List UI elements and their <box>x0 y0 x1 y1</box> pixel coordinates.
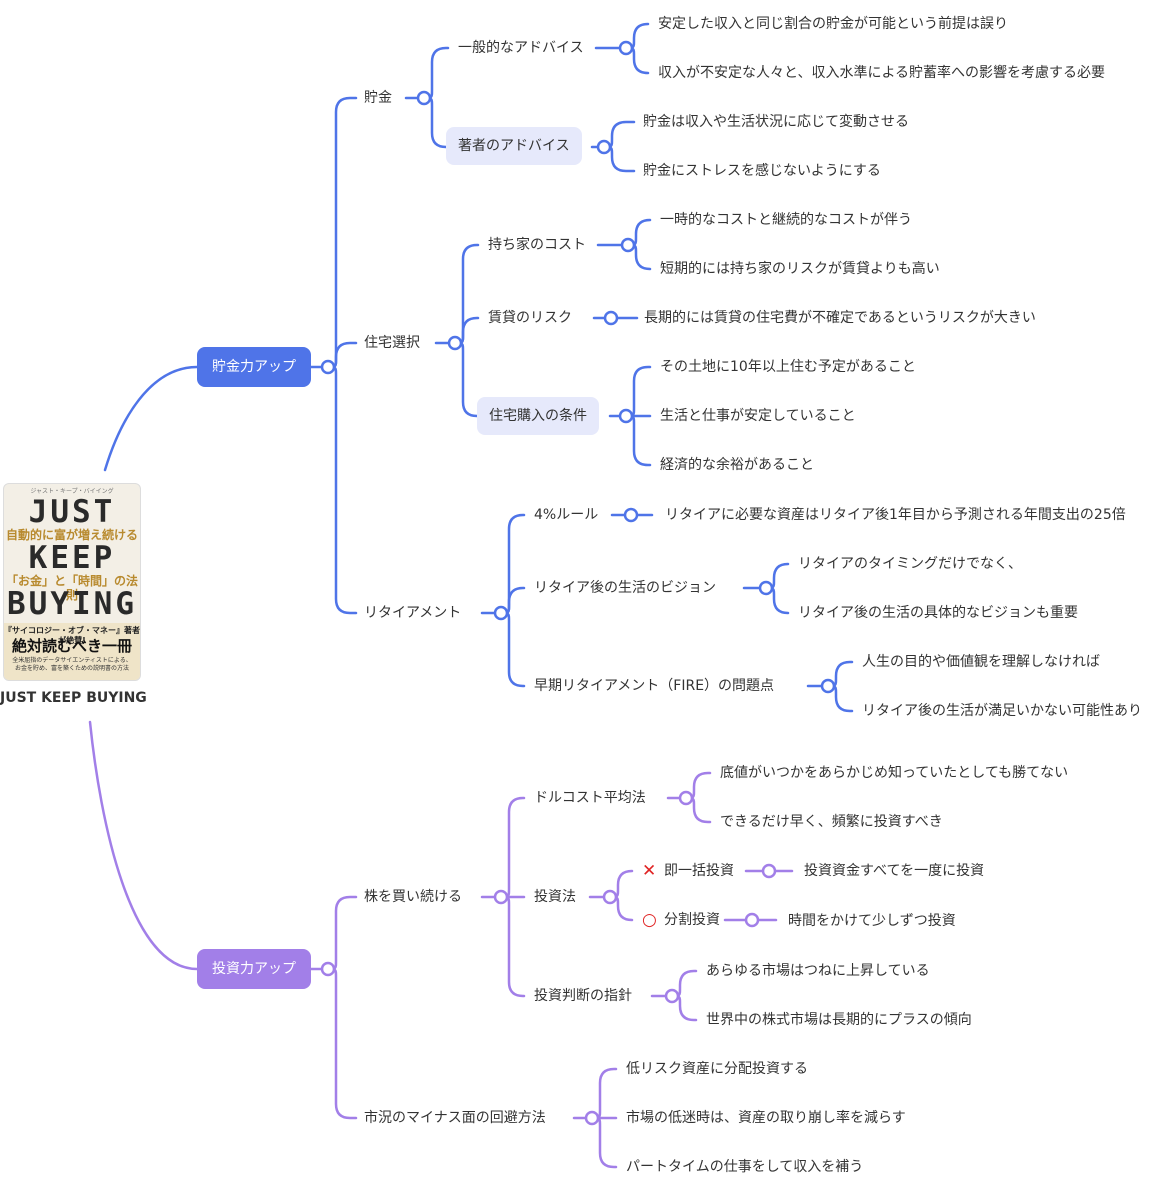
connector-line <box>590 1067 618 1120</box>
joint-dot <box>664 988 680 1004</box>
connector-line <box>624 414 652 467</box>
node-chokin[interactable]: 貯金 <box>364 90 392 106</box>
leaf: 貯金は収入や生活状況に応じて変動させる <box>643 114 909 130</box>
joint-dot <box>447 335 463 351</box>
connector-line <box>422 46 450 100</box>
cover-band: 『サイコロジー・オブ・マネー』著者が絶賛! 絶対読むべき一冊 全米屈指のデータサ… <box>4 623 140 680</box>
cover-kana: ジャスト・キープ・バイイング <box>30 488 114 495</box>
connector-line <box>590 1116 618 1169</box>
leaf: リタイアのタイミングだけでなく、 <box>798 556 1022 572</box>
connector-line <box>422 96 450 149</box>
leaf: 経済的な余裕があること <box>660 457 814 473</box>
cross-mark-icon: ✕ <box>642 861 657 881</box>
node-author-advice[interactable]: 著者のアドバイス <box>446 127 582 165</box>
node-general-advice[interactable]: 一般的なアドバイス <box>458 40 584 56</box>
connector-line <box>499 513 526 615</box>
leaf: 市場の低迷時は、資産の取り崩し率を減らす <box>626 1110 906 1126</box>
node-housing[interactable]: 住宅選択 <box>364 335 420 351</box>
leaf: 低リスク資産に分配投資する <box>626 1061 808 1077</box>
connector-line <box>499 611 526 688</box>
leaf: 長期的には賃貸の住宅費が不確定であるというリスクが大きい <box>644 310 1036 326</box>
node-own-cost[interactable]: 持ち家のコスト <box>488 237 586 253</box>
book-cover-image: ジャスト・キープ・バイイング JUST 自動的に富が増え続ける KEEP 「お金… <box>4 484 140 680</box>
node-method[interactable]: 投資法 <box>534 889 576 905</box>
branch-investing[interactable]: 投資力アップ <box>197 949 311 989</box>
node-retirement[interactable]: リタイアメント <box>364 605 462 621</box>
connector-line <box>453 341 480 418</box>
leaf: 安定した収入と同じ割合の貯金が可能という前提は誤り <box>658 16 1008 32</box>
joint-dot <box>618 408 634 424</box>
cover-word-keep: KEEP <box>28 540 116 576</box>
cover-band-sub2: お金を貯め、富を築くための説明書の方法 <box>14 665 129 672</box>
leaf: リタイアに必要な資産はリタイア後1年目から予測される年間支出の25倍 <box>665 507 1126 523</box>
node-life-vision[interactable]: リタイア後の生活のビジョン <box>534 580 716 596</box>
leaf: できるだけ早く、頻繁に投資すべき <box>720 814 943 830</box>
node-downturn[interactable]: 市況のマイナス面の回避方法 <box>364 1110 546 1126</box>
cover-band-top: 『サイコロジー・オブ・マネー』著者が絶賛! <box>4 626 140 645</box>
connector-line <box>326 967 358 1120</box>
node-split-label: 分割投資 <box>664 912 720 928</box>
node-dca[interactable]: ドルコスト平均法 <box>534 790 646 806</box>
joint-dot <box>602 889 618 905</box>
node-fire-issues[interactable]: 早期リタイアメント（FIRE）の問題点 <box>534 678 775 694</box>
connector-line <box>326 96 358 369</box>
connector-line <box>624 365 652 418</box>
leaf: リタイア後の生活が満足いかない可能性あり <box>862 703 1142 719</box>
leaf: 人生の目的や価値観を理解しなければ <box>862 654 1100 670</box>
joint-dot <box>416 90 432 106</box>
root-book-title: JUST KEEP BUYING <box>0 690 147 706</box>
cover-tagline-1: 自動的に富が増え続ける <box>5 528 138 542</box>
joint-dot <box>744 912 760 928</box>
leaf: 世界中の株式市場は長期的にプラスの傾向 <box>706 1012 972 1028</box>
leaf: その土地に10年以上住む予定があること <box>660 359 916 375</box>
connector-line <box>326 895 358 971</box>
joint-dot <box>758 580 774 596</box>
cover-tagline-2: 「お金」と「時間」の法則 <box>5 574 138 602</box>
joint-dot <box>761 863 777 879</box>
leaf: あらゆる市場はつねに上昇している <box>706 963 930 979</box>
cover-word-just: JUST <box>28 494 116 530</box>
node-lump-sum-label: 即一括投資 <box>664 863 734 879</box>
connector-line <box>88 720 199 971</box>
connector-line <box>453 243 480 345</box>
joint-dot <box>320 359 336 375</box>
leaf: 底値がいつかをあらかじめ知っていたとしても勝てない <box>720 765 1069 781</box>
joint-dot <box>603 310 619 326</box>
joint-dot <box>493 605 509 621</box>
leaf: 短期的には持ち家のリスクが賃貸よりも高い <box>660 261 940 277</box>
cover-band-main: 絶対読むべき一冊 <box>11 637 132 655</box>
joint-dot <box>596 139 612 155</box>
node-keep-buying[interactable]: 株を買い続ける <box>364 889 462 905</box>
joint-dot <box>623 507 639 523</box>
connector-line <box>326 365 358 615</box>
joint-dot <box>820 678 836 694</box>
leaf: リタイア後の生活の具体的なビジョンも重要 <box>798 605 1078 621</box>
leaf: 生活と仕事が安定していること <box>660 408 856 424</box>
joint-dot <box>618 40 634 56</box>
joint-dot <box>584 1110 600 1126</box>
node-4pct-rule[interactable]: 4%ルール <box>534 507 599 523</box>
circle-mark-icon: ○ <box>642 910 657 930</box>
leaf: 貯金にストレスを感じないようにする <box>643 163 881 179</box>
connector-line <box>103 365 199 472</box>
leaf: 収入が不安定な人々と、収入水準による貯蓄率への影響を考慮する必要 <box>658 65 1106 81</box>
leaf: 一時的なコストと継続的なコストが伴う <box>660 212 912 228</box>
branch-savings[interactable]: 貯金力アップ <box>197 347 311 387</box>
node-purchase-conditions[interactable]: 住宅購入の条件 <box>477 397 599 435</box>
joint-dot <box>320 961 336 977</box>
leaf: パートタイムの仕事をして収入を補う <box>626 1159 864 1175</box>
cover-band-sub1: 全米屈指のデータサイエンティストによる、 <box>12 657 132 664</box>
cover-word-buying: BUYING <box>7 586 137 622</box>
leaf: 時間をかけて少しずつ投資 <box>788 913 956 929</box>
joint-dot <box>493 889 509 905</box>
connector-line <box>499 796 526 899</box>
connector-line <box>499 895 526 998</box>
leaf: 投資資金すべてを一度に投資 <box>804 863 985 879</box>
node-guide[interactable]: 投資判断の指針 <box>534 988 632 1004</box>
joint-dot <box>678 790 694 806</box>
node-rent-risk[interactable]: 賃貸のリスク <box>488 310 572 326</box>
joint-dot <box>620 237 636 253</box>
